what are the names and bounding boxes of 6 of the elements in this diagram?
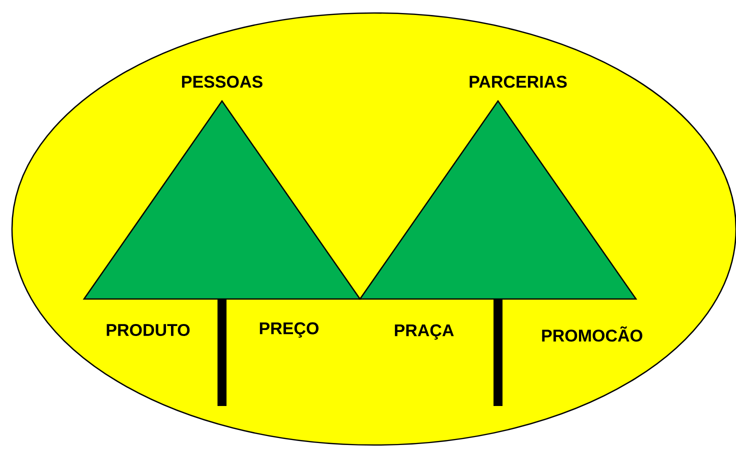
category-label: PROMOCÃO (542, 326, 642, 342)
category-label: PRODUTO (106, 324, 190, 336)
node-label: PARCERIAS (470, 76, 567, 88)
node-label: PESSOAS (182, 76, 262, 88)
category-label: PREÇO (260, 322, 319, 338)
category-label: PRAÇA (394, 324, 454, 340)
